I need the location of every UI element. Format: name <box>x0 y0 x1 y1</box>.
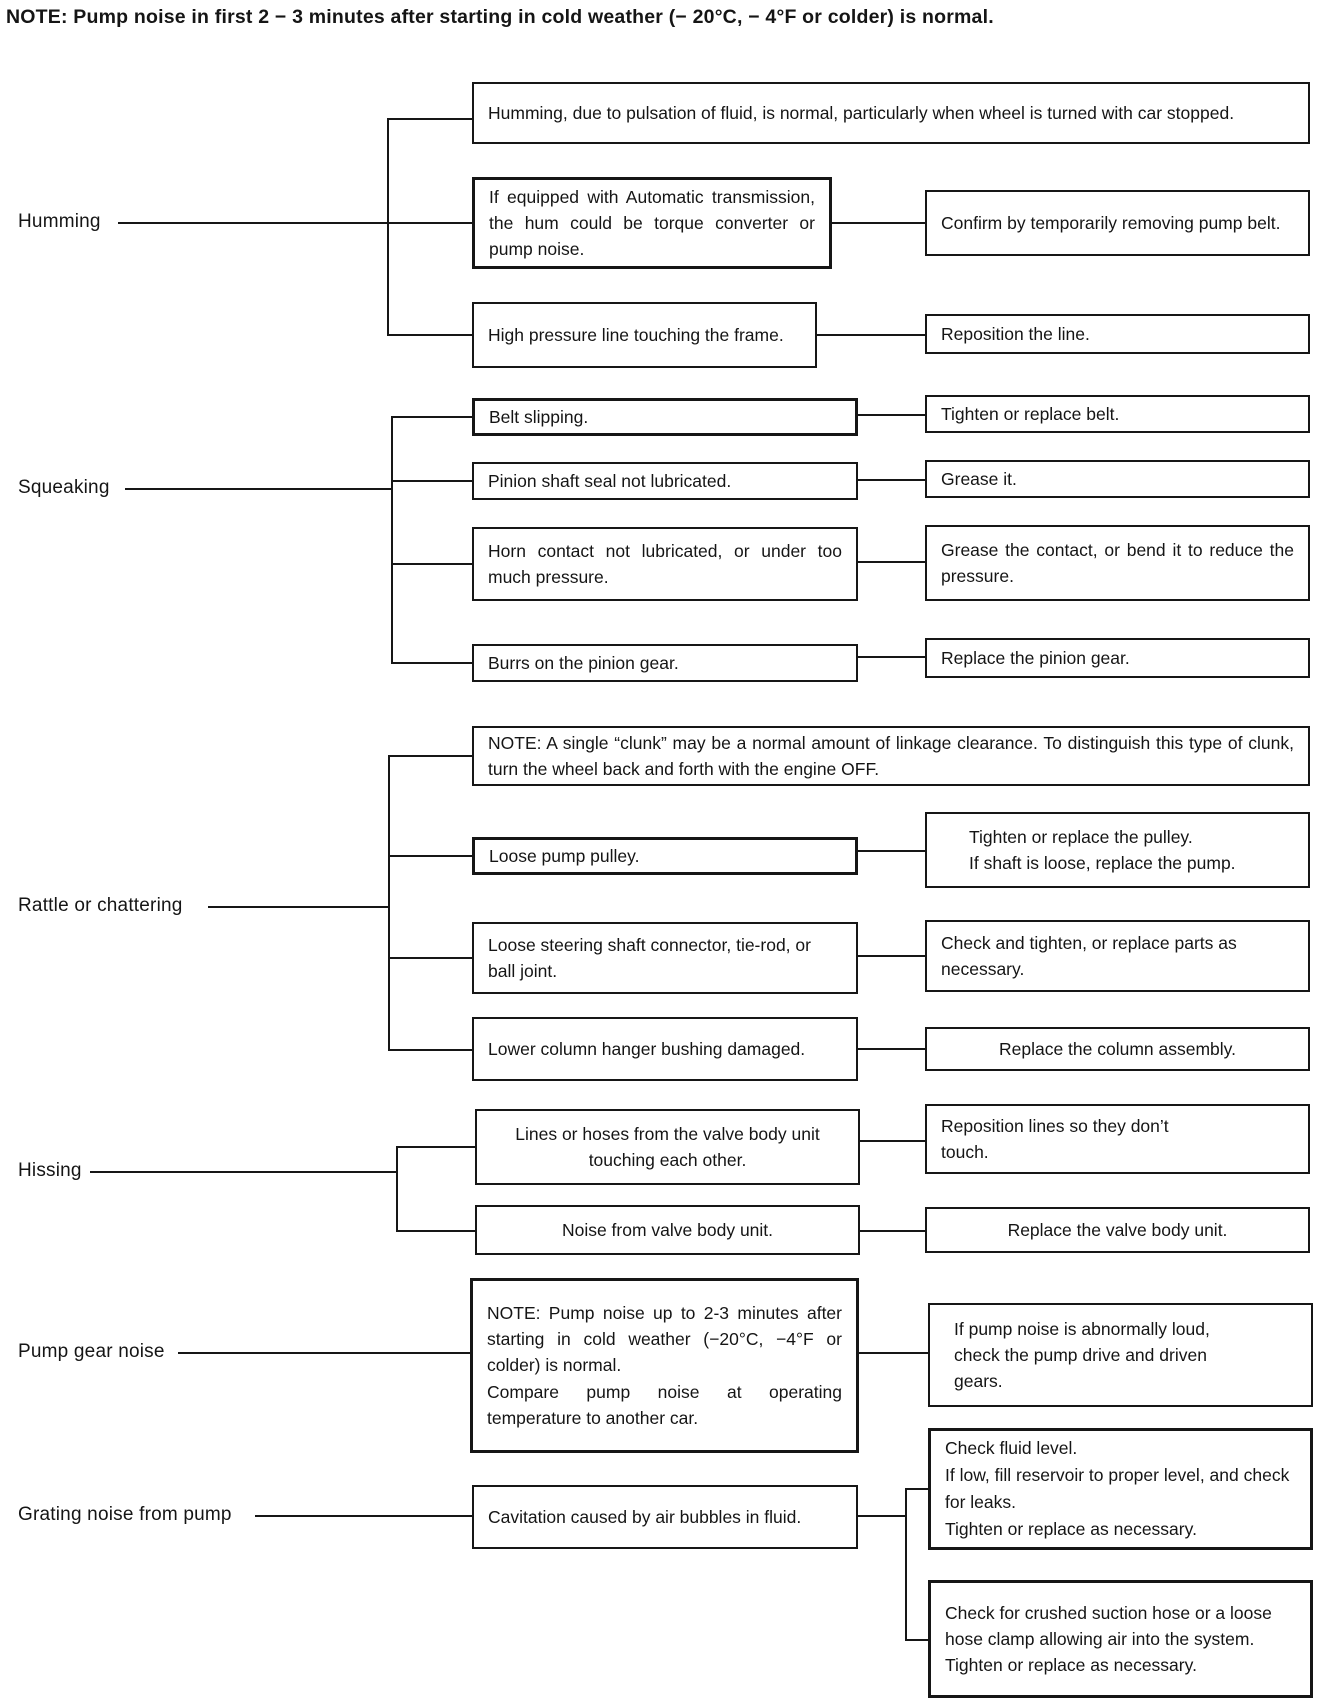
connector-pulley-remedy <box>858 850 925 852</box>
remedy-box-reposition-line: Reposition the line. <box>925 314 1310 354</box>
symptom-label-rattle: Rattle or chattering <box>18 895 183 916</box>
remedy-box-grease-it: Grease it. <box>925 460 1310 498</box>
connector-grating-stub-hose <box>905 1639 928 1641</box>
cause-box-horn-contact: Horn contact not lubricated, or under to… <box>472 527 858 601</box>
remedy-box-check-tighten: Check and tighten, or replace parts as n… <box>925 920 1310 992</box>
page-top-note: NOTE: Pump noise in first 2 − 3 minutes … <box>6 6 994 28</box>
connector-pump-gear-label-line <box>178 1352 470 1354</box>
connector-rattle-label-line <box>208 906 388 908</box>
symptom-label-hissing: Hissing <box>18 1160 82 1181</box>
remedy-box-replace-pulley: Tighten or replace the pulley. If shaft … <box>925 812 1310 888</box>
connector-burrs-remedy <box>858 656 925 658</box>
connector-humming-label-line <box>118 222 472 224</box>
connector-humming-auto-remedy <box>832 222 925 224</box>
cause-box-humming-normal: Humming, due to pulsation of fluid, is n… <box>472 82 1310 144</box>
remedy-box-tighten-belt: Tighten or replace belt. <box>925 395 1310 433</box>
symptom-label-squeaking: Squeaking <box>18 477 110 498</box>
symptom-label-humming: Humming <box>18 211 101 232</box>
remedy-box-suction-hose: Check for crushed suction hose or a loos… <box>928 1580 1313 1698</box>
remedy-box-grease-contact: Grease the contact, or bend it to reduce… <box>925 525 1310 601</box>
connector-pinion-remedy <box>858 479 925 481</box>
connector-grating-label-line <box>255 1515 472 1517</box>
cause-box-lines-touching: Lines or hoses from the valve body unit … <box>475 1109 860 1185</box>
connector-squeaking-label-line <box>125 488 391 490</box>
remedy-box-fluid-level: Check fluid level. If low, fill reservoi… <box>928 1428 1313 1550</box>
cause-box-belt-slipping: Belt slipping. <box>472 398 858 436</box>
cause-box-valve-noise: Noise from valve body unit. <box>475 1205 860 1255</box>
connector-hissing-branch <box>396 1146 398 1232</box>
connector-hissing-stub-2 <box>396 1230 475 1232</box>
connector-high-pressure-remedy <box>817 334 925 336</box>
connector-rattle-stub-connector <box>388 957 472 959</box>
connector-squeaking-stub-3 <box>391 563 472 565</box>
connector-grating-stub-fluid <box>905 1488 928 1490</box>
connector-belt-remedy <box>858 414 925 416</box>
symptom-label-grating: Grating noise from pump <box>18 1504 232 1525</box>
cause-box-pinion-seal: Pinion shaft seal not lubricated. <box>472 462 858 500</box>
remedy-box-replace-pinion: Replace the pinion gear. <box>925 638 1310 678</box>
connector-cavitation-out <box>858 1515 905 1517</box>
connector-rattle-stub-pulley <box>388 855 472 857</box>
cause-box-burrs: Burrs on the pinion gear. <box>472 644 858 682</box>
connector-humming-stub-1 <box>387 118 472 120</box>
connector-squeaking-stub-4 <box>391 662 472 664</box>
note-box-pump-noise: NOTE: Pump noise up to 2-3 minutes after… <box>470 1278 859 1453</box>
cause-box-loose-connector: Loose steering shaft connector, tie-rod,… <box>472 922 858 994</box>
connector-humming-stub-3 <box>387 334 472 336</box>
connector-valve-noise-remedy <box>860 1230 925 1232</box>
connector-rattle-branch <box>388 755 390 1051</box>
connector-pump-note-remedy <box>859 1352 928 1354</box>
remedy-box-loud-pump: If pump noise is abnormally loud, check … <box>928 1303 1313 1407</box>
connector-lines-touching-remedy <box>860 1140 925 1142</box>
connector-rattle-stub-bushing <box>388 1049 472 1051</box>
connector-hissing-stub-1 <box>396 1146 475 1148</box>
cause-box-column-bushing: Lower column hanger bushing damaged. <box>472 1017 858 1081</box>
note-box-clunk: NOTE: A single “clunk” may be a normal a… <box>472 726 1310 786</box>
remedy-box-confirm-belt: Confirm by temporarily removing pump bel… <box>925 190 1310 256</box>
symptom-label-pump-gear: Pump gear noise <box>18 1341 165 1362</box>
connector-squeaking-branch <box>391 416 393 664</box>
connector-check-tighten-remedy <box>858 955 925 957</box>
connector-column-remedy <box>858 1048 925 1050</box>
connector-squeaking-stub-1 <box>391 416 472 418</box>
connector-humming-branch <box>387 118 389 336</box>
remedy-box-replace-valve: Replace the valve body unit. <box>925 1207 1310 1253</box>
connector-squeaking-stub-2 <box>391 480 472 482</box>
cause-box-loose-pulley: Loose pump pulley. <box>472 837 858 875</box>
connector-hissing-label-line <box>90 1171 396 1173</box>
connector-grating-branch <box>905 1488 907 1641</box>
connector-horn-remedy <box>858 561 925 563</box>
cause-box-cavitation: Cavitation caused by air bubbles in flui… <box>472 1485 858 1549</box>
remedy-box-reposition-lines: Reposition lines so they don’t touch. <box>925 1104 1310 1174</box>
remedy-box-replace-column: Replace the column assembly. <box>925 1027 1310 1071</box>
connector-rattle-stub-note <box>388 755 472 757</box>
cause-box-high-pressure-line: High pressure line touching the frame. <box>472 302 817 368</box>
cause-box-humming-auto: If equipped with Automatic transmission,… <box>472 177 832 269</box>
